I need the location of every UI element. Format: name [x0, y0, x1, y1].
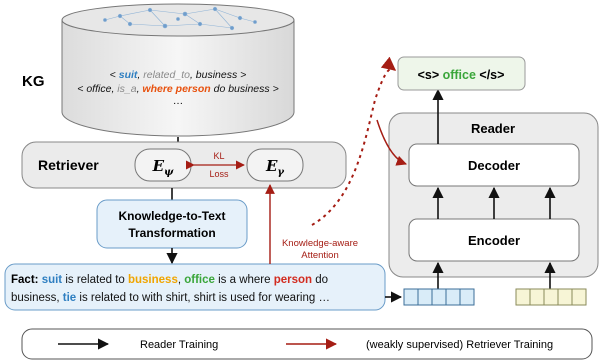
question-token-strip — [515, 288, 587, 306]
reader-label: Reader — [471, 121, 515, 136]
fact-segment: tie — [63, 292, 76, 304]
knowledge-aware-attention-curve — [311, 56, 397, 226]
decoder-label: Decoder — [468, 158, 520, 173]
kg-cylinder — [61, 3, 295, 137]
fact-segment: is a where — [215, 274, 274, 286]
e-psi-label: Eψ — [152, 157, 174, 178]
attention-line2: Attention — [301, 250, 339, 261]
fact-segment: , — [178, 274, 184, 286]
kg-graph-icon — [103, 6, 257, 31]
fact-segment: business — [128, 274, 178, 286]
fact-box — [4, 263, 386, 311]
decoder-box — [408, 143, 580, 187]
kl-label: KL — [213, 151, 224, 161]
output-text: <s> office </s> — [418, 68, 505, 82]
kg-ellipsis: … — [173, 95, 184, 107]
fact-segment: business, — [11, 292, 63, 304]
fact-segment: person — [274, 274, 312, 286]
kg-label: KG — [22, 73, 45, 90]
fact-line-1: Fact: suit is related to business, offic… — [11, 274, 328, 286]
encoder-label: Encoder — [468, 233, 520, 248]
transform-line1: Knowledge-to-Text — [118, 209, 225, 223]
fact-token-strip — [403, 288, 475, 306]
loss-label: Loss — [209, 169, 229, 179]
fact-segment: suit — [42, 274, 63, 286]
attention-line1: Knowledge-aware — [282, 238, 358, 249]
legend-reader-label: Reader Training — [140, 339, 218, 351]
fact-segment: do — [312, 274, 328, 286]
fact-segment: office — [184, 274, 215, 286]
e-gamma-node — [246, 148, 304, 182]
transform-box — [96, 199, 248, 249]
kg-triple-2: < office, is_a, where person do business… — [77, 83, 278, 95]
retriever-label: Retriever — [38, 157, 99, 173]
fact-segment: is related to with shirt, shirt is used … — [76, 292, 330, 304]
fact-segment: is related to — [62, 274, 128, 286]
token-encoder-arrows — [432, 261, 556, 289]
fact-line-2: business, tie is related to with shirt, … — [11, 292, 330, 304]
kg-triple-1: < suit, related_to, business > — [110, 69, 247, 81]
transform-line2: Transformation — [128, 226, 215, 240]
attention-to-decoder-arrow — [376, 119, 407, 166]
e-gamma-label: Eγ — [265, 157, 284, 178]
encoder-decoder-arrows — [432, 186, 556, 219]
output-box — [397, 56, 526, 91]
legend-retriever-label: (weakly supervised) Retriever Training — [366, 339, 553, 351]
